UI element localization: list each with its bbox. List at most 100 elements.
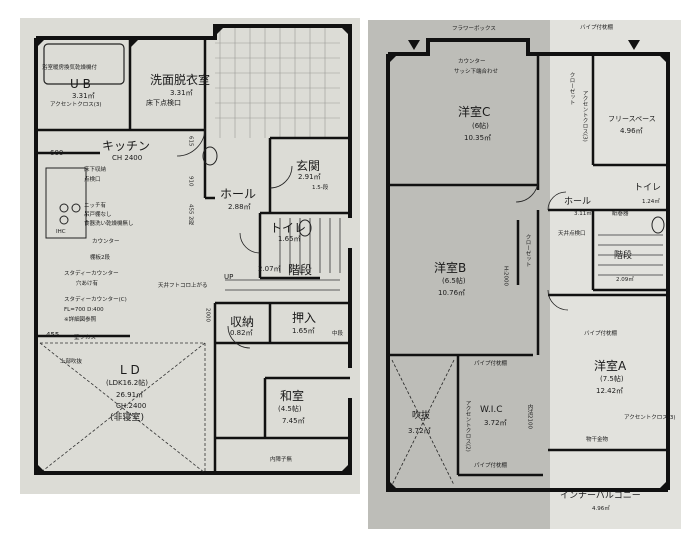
stairs-name: 階段 [288,263,313,277]
toilet-area: 1.65㎡ [278,235,301,243]
study-counter-4: FL=700 D:400 [64,307,104,313]
washitsu-area: 7.45㎡ [282,417,305,425]
ld-dim-455: 455 [46,331,60,339]
toilet2-area: 1.24㎡ [642,199,660,205]
wic-shelf-1: パイプ付枕棚 [474,361,508,367]
room-b-area: 10.76㎡ [438,289,466,297]
floor2-plan: フラワーボックス カウンター サッシ下端合わせ 洋室C (6帖) 10.35㎡ … [368,20,681,529]
entrance-name: 玄関 [296,159,321,173]
fukinuke-area: 3.72㎡ [408,427,431,435]
stairs2-name: 階段 [614,251,633,261]
entrance-note: 1.5-段 [312,185,329,191]
free-name: フリースペース [608,115,656,123]
hall-area: 2.88㎡ [228,203,251,211]
ld-fukinuke: 上部吹抜 [60,359,83,365]
kitchen-dim-615: 615 [187,136,194,147]
washroom-note: 床下点検口 [146,99,181,107]
balcony-note: 物干金物 [586,437,609,443]
wic-name: W.I.C [480,405,503,415]
room-a-accent: アクセントクロス(3) [624,415,676,421]
kitchen-ch: CH 2400 [112,154,143,162]
washitsu-tatami: (4.5帖) [278,405,302,413]
room-b-dim: H:2000 [502,266,509,286]
kitchen-counter: カウンター [92,239,120,245]
room-a-area: 12.42㎡ [596,387,624,395]
ld-ch: CH:2400 [116,402,147,410]
room-b-name: 洋室B [434,261,467,275]
ub-accent: アクセントクロス(3) [50,102,102,108]
oshiire-area: 1.65㎡ [292,327,315,335]
room-a-shelf: バイプ付枕棚 [584,331,618,337]
counter-note-1: カウンター [458,59,486,65]
ld-size: (LDK16.2帖) [106,379,148,387]
free-shelf: バイプ付枕棚 [580,25,614,31]
toilet-name: トイレ [270,221,307,235]
room-a-tatami: (7.5帖) [600,375,624,383]
oshiire-note: 中段 [332,331,344,337]
room-b-closet: クローゼット [524,234,531,267]
stairs-note: 天井フトコロ上がる [158,283,208,289]
ld-name: L D [120,363,140,377]
light-area [550,20,681,529]
wic-dim: 内法2100 [526,404,533,429]
stairs-area: 2.07㎡ [258,265,281,273]
ub-area: 3.31㎡ [72,92,95,100]
stairs2-area: 2.09㎡ [616,277,634,283]
free-closet: クローゼット [568,72,575,105]
balcony-name: インナーバルコニー [560,491,641,501]
hall-name: ホール [220,187,257,201]
kitchen-dim-600: 600 [50,149,64,157]
ld-note: (非寝室) [110,413,145,423]
floor1-plan: 浴室暖房換気乾燥機付 U B 3.31㎡ アクセントクロス(3) 洗面脱衣室 3… [20,18,360,494]
entrance-area: 2.91㎡ [298,173,321,181]
room-c-area: 10.35㎡ [464,134,492,142]
hall2-area: 3.11㎡ [574,211,592,217]
floor1-walls [34,24,352,475]
kitchen-note-3: ニッチ有 [84,203,107,209]
ub-name: U B [70,77,91,91]
balcony-area: 4.96㎡ [592,506,610,512]
storage-name: 収納 [230,315,255,329]
hall2-note: 紙巻器 [612,211,629,217]
kitchen-shelf: 棚板2段 [90,255,110,261]
hall2-name: ホール [564,197,592,207]
hall2-ceiling: 天井点検口 [558,231,586,237]
study-counter-3: スタディーカウンター(C) [64,297,127,303]
toilet2-name: トイレ [634,183,662,193]
counter-note-2: サッシ下端合わせ [454,69,499,75]
room-c-tatami: (6帖) [472,122,489,130]
wic-area: 3.72㎡ [484,419,507,427]
washitsu-note: 内障子無 [270,457,293,463]
wic-shelf-2: パイプ付枕棚 [474,463,508,469]
kitchen-name: キッチン [102,139,151,153]
free-accent: アクセントクロス(3) [581,90,588,142]
washitsu-name: 和室 [280,389,305,403]
room-c-name: 洋室C [458,105,491,119]
storage-area: 0.82㎡ [230,329,253,337]
fukinuke-name: 吹抜 [412,411,431,421]
washroom-name: 洗面脱衣室 [150,73,211,87]
study-counter-2: 穴あけ有 [76,281,99,287]
hall-dim: 455 2段 [187,204,194,226]
kitchen-note-2: 点検口 [84,177,101,183]
floor2-walls [386,38,670,492]
storage-dim: 2000 [204,308,211,322]
flower-box: フラワーボックス [452,26,496,32]
stairs-up: UP [224,273,234,281]
kitchen-ihc: IHC [56,229,66,235]
ld-kabe: 壁フカス [74,335,97,341]
free-area: 4.96㎡ [620,127,643,135]
kitchen-note-4: 吊戸棚なし [84,212,112,218]
washroom-area: 3.31㎡ [170,89,193,97]
study-counter-1: スタディーカウンター [64,271,119,277]
ld-area: 26.91㎡ [116,391,144,399]
study-counter-5: ※詳細図参照 [64,317,97,323]
room-a-name: 洋室A [594,359,627,373]
kitchen-note-1: 床下収納 [84,167,107,173]
kitchen-dim-910: 910 [187,176,194,187]
oshiire-name: 押入 [292,311,317,325]
kitchen-note-5: 食器洗い乾燥機無し [84,221,134,227]
ub-note: 浴室暖房換気乾燥機付 [42,65,98,71]
room-b-tatami: (6.5帖) [442,277,466,285]
wic-accent: アクセントクロス(2) [464,400,471,452]
